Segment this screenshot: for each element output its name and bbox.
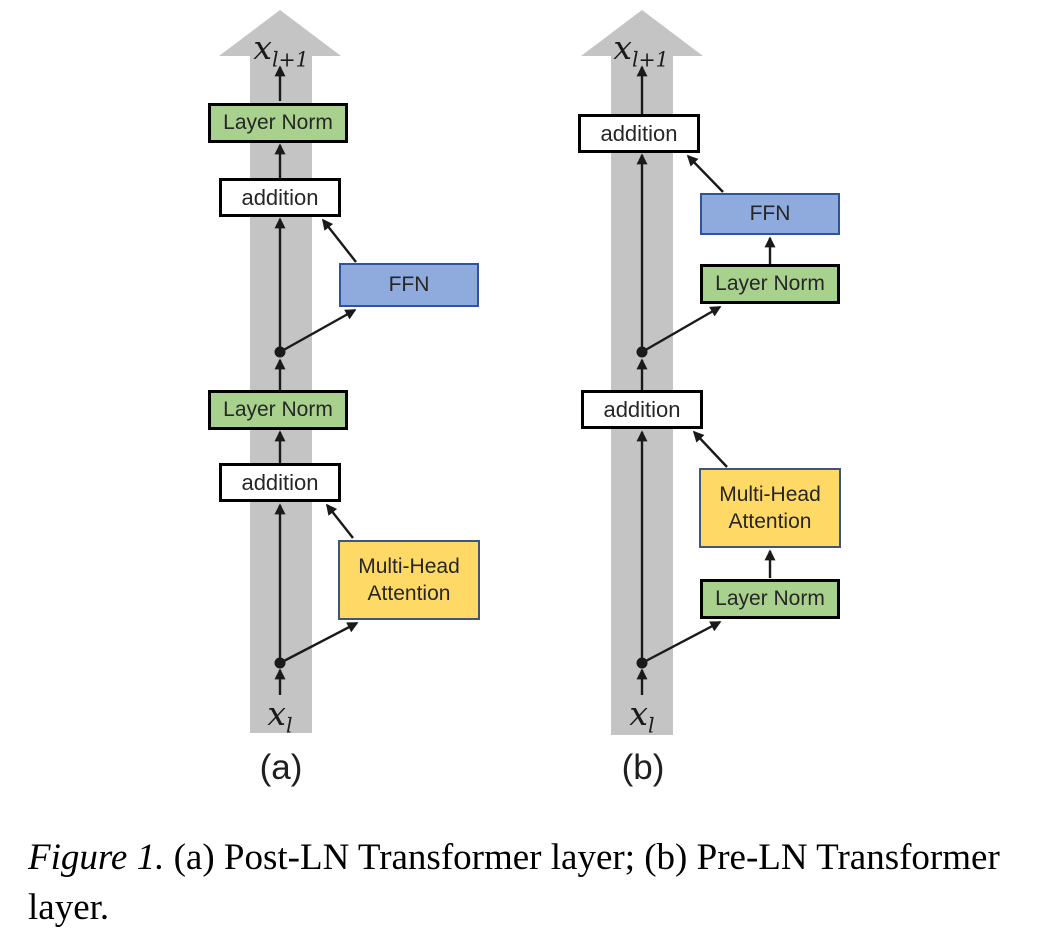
addition-box: addition bbox=[581, 390, 703, 429]
output-arrowhead-b bbox=[581, 10, 703, 56]
output-variable-b: xl+1 bbox=[613, 28, 669, 72]
ffn-box: FFN bbox=[700, 193, 840, 235]
ffn-box: FFN bbox=[339, 263, 479, 307]
arrow-a-branch-lower-to-attention bbox=[279, 621, 359, 665]
output-variable-a: xl+1 bbox=[253, 28, 309, 72]
layer-norm-box: Layer Norm bbox=[700, 579, 840, 619]
layer-norm-box: Layer Norm bbox=[208, 103, 348, 143]
arrow-b-ffn-to-addition-upper bbox=[686, 154, 724, 193]
arrow-b-branch-lower-to-layernorm-lower bbox=[641, 620, 722, 665]
arrow-a-attention-to-addition-lower bbox=[325, 503, 354, 539]
arrow-b-attention-to-addition-lower bbox=[692, 430, 728, 468]
multi-head-attention-box: Multi-Head Attention bbox=[338, 540, 480, 620]
arrow-b-branch-upper-to-layernorm-upper bbox=[641, 305, 722, 354]
figure-caption-number: Figure 1. bbox=[28, 837, 165, 878]
addition-box: addition bbox=[578, 114, 700, 153]
multi-head-attention-box: Multi-Head Attention bbox=[699, 468, 841, 548]
panel-label-b: (b) bbox=[621, 748, 665, 787]
input-variable-a: xl bbox=[267, 694, 293, 738]
panel-label-a: (a) bbox=[259, 748, 303, 787]
branch-dot-b-lower bbox=[636, 657, 648, 669]
diagram-connectors bbox=[219, 10, 776, 735]
addition-box: addition bbox=[219, 178, 341, 217]
branch-dot-a-lower bbox=[274, 657, 286, 669]
branch-dot-a-upper bbox=[274, 346, 286, 358]
addition-box: addition bbox=[219, 463, 341, 502]
branch-dot-b-upper bbox=[636, 346, 648, 358]
input-variable-b: xl bbox=[629, 694, 655, 738]
arrow-a-branch-upper-to-ffn bbox=[279, 308, 357, 354]
layer-norm-box: Layer Norm bbox=[700, 264, 840, 304]
figure-caption: Figure 1. (a) Post-LN Transformer layer;… bbox=[28, 833, 1036, 933]
output-arrowhead-a bbox=[219, 10, 341, 56]
arrow-a-ffn-to-addition-upper bbox=[321, 218, 357, 263]
figure-caption-text: (a) Post-LN Transformer layer; (b) Pre-L… bbox=[28, 837, 1000, 928]
layer-norm-box: Layer Norm bbox=[208, 390, 348, 430]
